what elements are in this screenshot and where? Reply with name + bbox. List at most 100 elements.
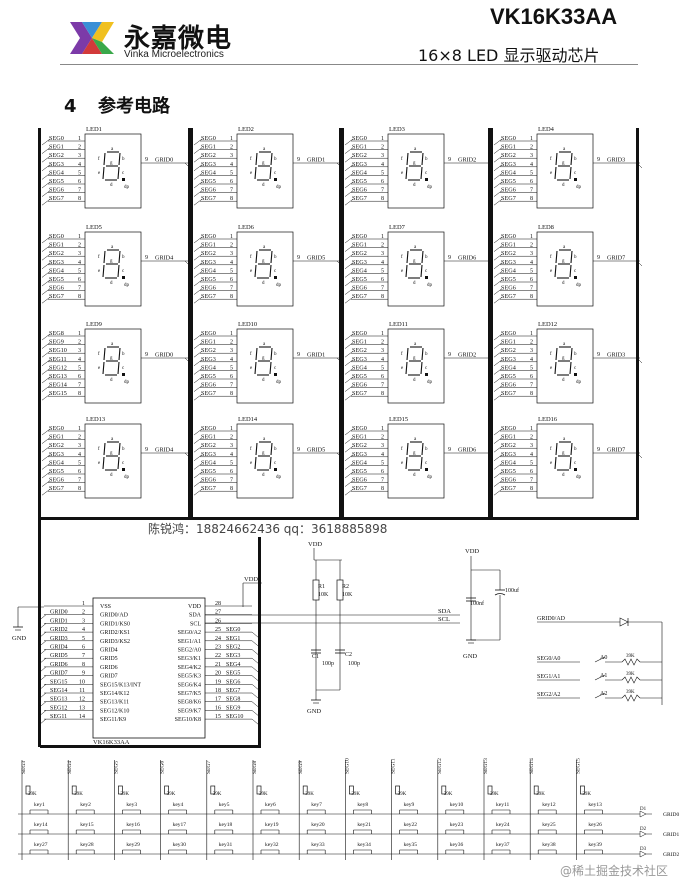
segment-letter: e — [98, 269, 101, 274]
bus-tap — [41, 463, 51, 470]
pin-number: 5 — [78, 268, 81, 274]
c1-label: C1 — [312, 654, 319, 660]
bus-tap — [41, 359, 51, 366]
bus-tap — [344, 333, 354, 341]
led-module-15: SEG01aSEG12bSEG23cSEG34dSEG45eSEG56fSEG6… — [344, 416, 494, 499]
led-name: LED14 — [238, 416, 258, 423]
seg-label: SEG7 — [352, 293, 367, 300]
key-column-resistor — [302, 785, 308, 795]
segment-letter: dp — [576, 475, 582, 480]
bus-tap — [493, 164, 503, 172]
pin-number: 5 — [78, 365, 81, 371]
bus-tap — [193, 245, 203, 252]
key-row-grid-label: GRID2 — [663, 852, 679, 858]
chip-pin-number: 18 — [215, 688, 221, 694]
key-column-label: SEG9 — [298, 761, 304, 774]
bus-tap — [344, 198, 354, 206]
led-name: LED16 — [538, 416, 558, 423]
segment-letter: e — [98, 461, 101, 466]
seg-label: SEG2 — [49, 250, 64, 257]
bus-tap — [193, 394, 203, 401]
chip-pin-number: 22 — [215, 653, 221, 659]
segment — [554, 456, 557, 470]
pin-number: 3 — [78, 251, 81, 257]
section-number: 4 — [64, 96, 77, 117]
chip-pin-number: 13 — [79, 705, 85, 711]
segment — [406, 442, 409, 456]
bus-tap — [493, 376, 503, 384]
key-label: key10 — [450, 802, 464, 808]
bus-tap — [344, 164, 354, 172]
segment-letter: d — [413, 378, 416, 383]
segment — [554, 361, 557, 375]
seg-label: SEG3 — [49, 451, 64, 458]
led-name: LED7 — [389, 224, 406, 231]
led-name: LED4 — [538, 126, 555, 133]
bus-tap — [193, 351, 203, 358]
seg-label: SEG0 — [201, 425, 216, 432]
c1-value: 100p — [322, 661, 334, 667]
seg-label: SEG3 — [49, 259, 64, 266]
segment — [420, 166, 423, 180]
segment — [421, 250, 424, 264]
chip-pin-number: 10 — [79, 679, 85, 685]
chip-pin-function: SEG12/K10 — [100, 708, 129, 714]
pin-number: 1 — [230, 136, 233, 142]
c2-label: C2 — [345, 652, 352, 658]
seg-label: SEG6 — [201, 382, 216, 389]
key-column-label: SEG13 — [483, 758, 489, 774]
dp-dot — [122, 468, 125, 471]
bus-tap — [193, 198, 203, 206]
grid-bus-3 — [488, 128, 491, 520]
seg-label: SEG2 — [352, 442, 367, 449]
bus-tap — [493, 471, 503, 479]
bus-tap — [493, 138, 503, 146]
seg-label: SEG6 — [201, 477, 216, 484]
bus-tap — [493, 454, 503, 461]
key-column-resistor — [25, 785, 31, 795]
bus-tap — [39, 631, 47, 638]
contact-watermark: 陈锐鸿：18824662436 qq：3618885898 — [148, 520, 388, 537]
pin-number: 8 — [78, 196, 81, 202]
bus-tap — [344, 236, 354, 244]
segment-letter: g — [262, 356, 265, 361]
decap-vdd-label: VDD — [465, 548, 479, 555]
seg-label: SEG3 — [352, 161, 367, 168]
segment-letter: f — [401, 447, 403, 452]
bus-tap — [493, 147, 503, 154]
segment-letter: d — [562, 183, 565, 188]
seg-label: SEG9 — [49, 339, 64, 346]
chip-pin-function: SEG9/K7 — [178, 708, 201, 714]
bus-tap — [344, 480, 354, 487]
segment — [118, 152, 121, 166]
chip-pin-function: GRID2/KS1 — [100, 630, 130, 636]
segment-letter: a — [111, 147, 114, 152]
led-name: LED10 — [238, 321, 257, 328]
key-resistor-value: 39K — [259, 792, 268, 797]
seg-label: SEG6 — [352, 382, 367, 389]
led-module-16: SEG01aSEG12bSEG23cSEG34dSEG45eSEG56fSEG6… — [493, 416, 643, 499]
addr-a-label: A1 — [600, 673, 607, 679]
chip-pin-function: GRID3/KS2 — [100, 639, 130, 645]
seg-bus-1 — [38, 128, 41, 520]
seg-label: SEG1 — [352, 434, 367, 441]
segment — [269, 361, 272, 375]
seg-label: SEG6 — [352, 285, 367, 292]
bus-tap — [41, 385, 51, 392]
pin-number: 1 — [381, 234, 384, 240]
chip-pin-function: GRID5 — [100, 656, 118, 662]
chip-net-label: SEG9 — [226, 705, 240, 711]
pin-number: 3 — [78, 348, 81, 354]
pin-number: 7 — [78, 286, 81, 292]
chip-pin-function: SEG15/K13/INT — [100, 682, 141, 688]
segment-letter: e — [250, 171, 253, 176]
segment-letter: a — [563, 342, 566, 347]
segment — [569, 456, 572, 470]
segment — [569, 361, 572, 375]
segment — [270, 250, 273, 264]
bus-tap — [493, 351, 503, 358]
seg-bus-4 — [490, 128, 493, 520]
key-label: key39 — [588, 842, 602, 848]
grid-net-label: GRID2 — [458, 157, 476, 164]
seg-bus-2 — [190, 128, 193, 520]
